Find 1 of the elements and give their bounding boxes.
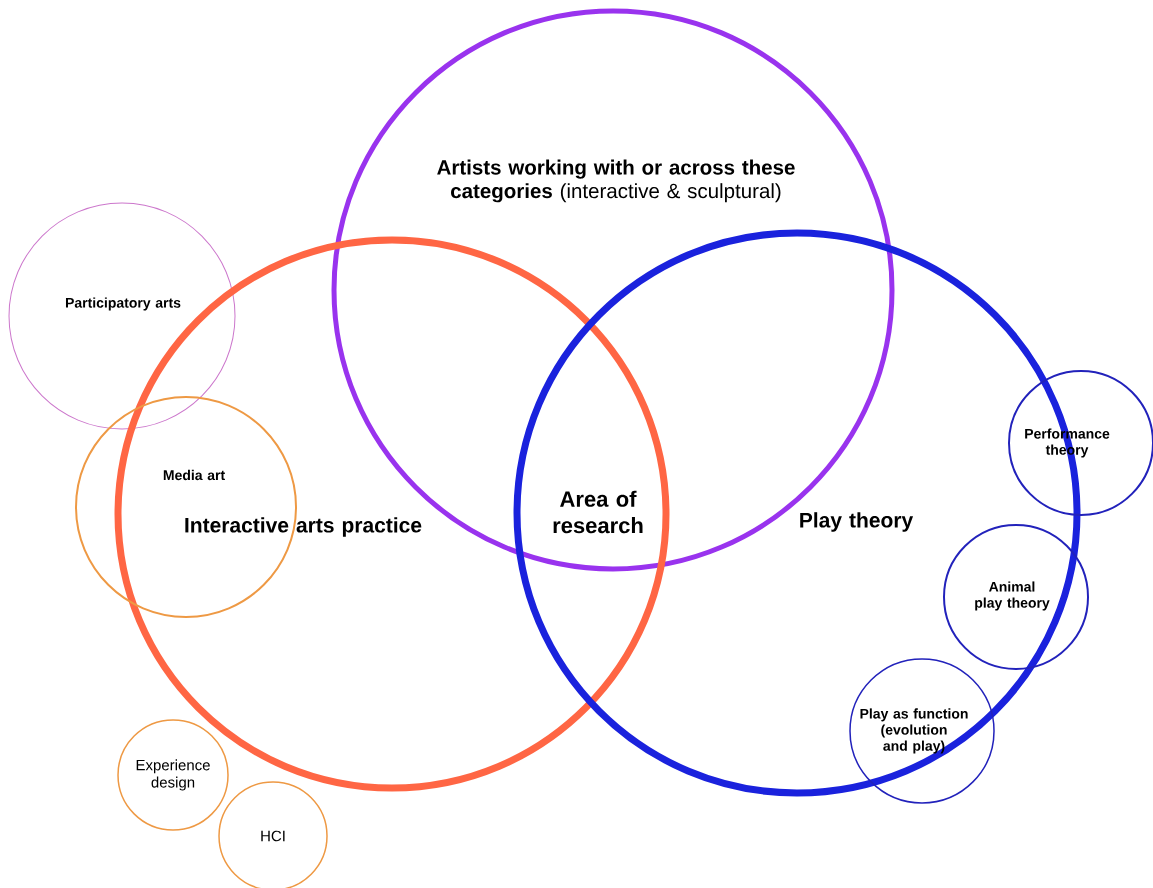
region-label: Area of research <box>553 490 643 534</box>
